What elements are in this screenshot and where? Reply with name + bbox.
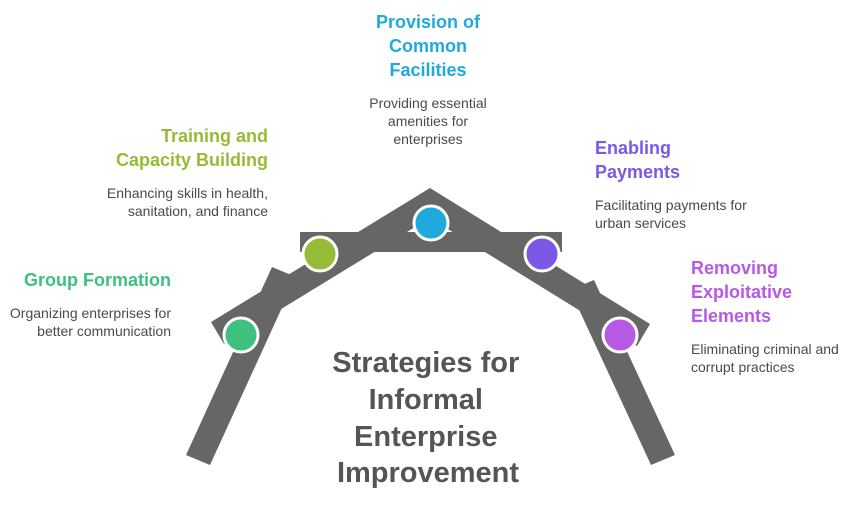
strategy-heading: Enabling Payments bbox=[595, 138, 681, 182]
strategy-heading: Removing Exploitative Elements bbox=[691, 258, 793, 326]
node-exploitative bbox=[601, 316, 639, 354]
title-line: Improvement bbox=[337, 457, 519, 489]
strategy-group-formation: Group Formation Organizing enterprises f… bbox=[0, 268, 171, 340]
node-common-facilities bbox=[412, 204, 450, 242]
strategy-description: Providing essential amenities for enterp… bbox=[369, 95, 487, 147]
strategy-heading: Provision of Common Facilities bbox=[375, 12, 480, 80]
node-training bbox=[301, 235, 339, 273]
strategy-exploitative: Removing Exploitative Elements Eliminati… bbox=[691, 256, 861, 376]
strategy-description: Enhancing skills in health, sanitation, … bbox=[106, 185, 268, 219]
node-payments bbox=[523, 235, 561, 273]
strategy-description: Facilitating payments for urban services bbox=[595, 197, 747, 231]
diagram-title: Strategies for Informal Enterprise Impro… bbox=[332, 347, 523, 489]
title-line: Strategies for bbox=[332, 347, 519, 379]
node-group-formation bbox=[222, 316, 260, 354]
strategy-common-facilities: Provision of Common Facilities Providing… bbox=[353, 10, 503, 148]
title-line: Enterprise bbox=[354, 421, 497, 453]
strategy-heading: Group Formation bbox=[24, 270, 171, 290]
right-leg bbox=[570, 280, 675, 465]
strategy-payments: Enabling Payments Facilitating payments … bbox=[595, 136, 755, 232]
strategy-description: Eliminating criminal and corrupt practic… bbox=[691, 341, 839, 375]
node-circles bbox=[222, 204, 639, 354]
strategy-description: Organizing enterprises for better commun… bbox=[9, 305, 171, 339]
strategy-heading: Training and Capacity Building bbox=[115, 126, 268, 170]
title-line: Informal bbox=[369, 384, 483, 416]
strategy-training: Training and Capacity Building Enhancing… bbox=[93, 124, 268, 220]
